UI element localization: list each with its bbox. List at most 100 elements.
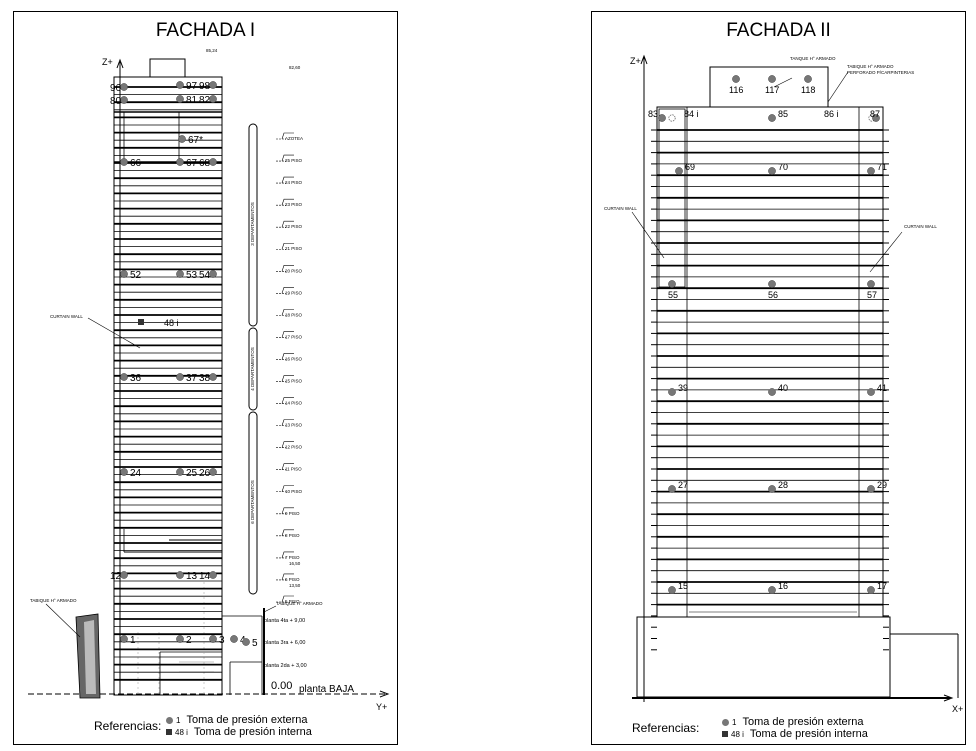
internal-tap-legend-icon <box>722 731 728 738</box>
tap-label: 12 <box>110 571 122 582</box>
level-label: 23 PISO <box>285 202 303 207</box>
external-pressure-tap <box>120 270 128 278</box>
level-marker-flag <box>281 573 294 581</box>
external-pressure-tap <box>768 167 776 175</box>
tap-label: 52 <box>130 270 142 281</box>
level-marker-flag <box>281 551 294 558</box>
tap-label: 116 <box>729 85 743 95</box>
facade-1-elev-roof: 82,60 <box>289 65 301 70</box>
level-marker-flag <box>281 220 294 228</box>
tap-label: 2 <box>186 635 192 646</box>
external-pressure-tap <box>768 485 776 493</box>
level-marker-flag <box>281 375 294 382</box>
level-marker-flag <box>281 441 294 448</box>
tap-label: 16 <box>778 581 788 591</box>
external-pressure-tap <box>178 135 186 143</box>
tap-label: 37 <box>186 373 198 384</box>
facade-1-title: FACHADA I <box>155 20 256 41</box>
facade-1-bracket-6: 6 DEPARTAMENTOS <box>250 480 255 523</box>
facade-1-axis-z: Z+ <box>102 57 113 67</box>
level-marker-flag <box>281 485 294 492</box>
level-label: 20 PISO <box>285 268 303 273</box>
level-label: 24 PISO <box>285 180 303 185</box>
tap-label: 80 <box>110 96 122 107</box>
external-pressure-tap <box>658 114 666 122</box>
facade-1-curtain-wall-label: CURTAIN WALL <box>50 314 83 319</box>
tap-label: 82 <box>199 95 211 106</box>
external-pressure-tap <box>242 638 250 646</box>
tap-label: 84 i <box>684 109 699 119</box>
facade-2-tabique-label-2: PERFORADO P/CARPINTERIAS <box>847 70 914 75</box>
tap-label: 1 <box>130 635 136 646</box>
external-pressure-tap <box>120 96 128 104</box>
tap-label: 57 <box>867 290 877 300</box>
external-pressure-tap <box>176 571 184 579</box>
external-pressure-tap <box>867 586 875 594</box>
external-pressure-tap <box>768 114 776 122</box>
level-label: 14 PISO <box>285 401 303 406</box>
external-pressure-tap <box>209 571 217 579</box>
facade-2-curtain-right: CURTAIN WALL <box>904 224 937 229</box>
tap-label: 13 <box>186 571 198 582</box>
tap-label: 68 <box>199 158 211 169</box>
tap-label: 14 <box>199 571 211 582</box>
level-label: 16 PISO <box>285 356 303 361</box>
tap-label: 38 <box>199 373 211 384</box>
tap-label: 83 <box>648 109 658 119</box>
level-label: 6 PISO <box>285 577 300 582</box>
external-pressure-tap <box>668 280 676 288</box>
facade-1-elev-6: 16,50 <box>289 561 301 566</box>
external-pressure-tap <box>176 635 184 643</box>
facade-1-legend-label: Referencias: <box>94 719 162 733</box>
internal-tap-legend-icon <box>166 729 172 736</box>
level-marker-flag <box>281 353 294 360</box>
facade-1-elev-5: 13,50 <box>289 583 301 588</box>
external-pressure-tap <box>176 373 184 381</box>
tap-label: 71 <box>877 162 887 172</box>
external-tap-legend-icon <box>166 716 173 724</box>
facade-2-axis-x: X+ <box>952 704 963 714</box>
tap-label: 36 <box>130 373 142 384</box>
external-pressure-tap <box>209 158 217 166</box>
level-marker-flag <box>281 198 294 206</box>
external-pressure-tap <box>209 95 217 103</box>
tap-label: 3 <box>219 635 225 646</box>
tap-label: 56 <box>768 290 778 300</box>
tap-label: 54 <box>199 270 211 281</box>
facade-1-tabique-left-label: TABIQUE H° ARMADO <box>30 598 77 603</box>
tap-label: 85 <box>778 109 788 119</box>
external-pressure-tap <box>209 81 217 89</box>
tap-label: 97 <box>186 81 198 92</box>
level-label: 8 PISO <box>285 533 300 538</box>
level-marker-flag <box>281 529 294 536</box>
tap-label: 24 <box>130 468 142 479</box>
tap-label: 118 <box>801 85 815 95</box>
internal-pressure-tap <box>668 114 676 122</box>
external-pressure-tap <box>668 586 676 594</box>
facade-1-ground-label: planta BAJA <box>299 684 354 695</box>
external-pressure-tap <box>176 81 184 89</box>
external-pressure-tap <box>176 270 184 278</box>
tap-label: 27 <box>678 480 688 490</box>
level-label: 21 PISO <box>285 246 303 251</box>
external-pressure-tap <box>120 373 128 381</box>
external-pressure-tap <box>732 75 740 83</box>
external-pressure-tap <box>176 158 184 166</box>
external-pressure-tap <box>768 388 776 396</box>
tap-label: 117 <box>765 85 779 95</box>
facade-1-internal-tap: 48 i <box>164 318 179 328</box>
external-pressure-tap <box>768 75 776 83</box>
external-pressure-tap <box>867 167 875 175</box>
level-label: 18 PISO <box>285 312 303 317</box>
level-label: 5 PISO <box>285 599 300 604</box>
level-label: AZOTEA <box>285 136 303 141</box>
facade-1-planta-2: planta 2da + 3,00 <box>264 663 307 669</box>
level-marker-flag <box>281 176 294 184</box>
facade-2-title: FACHADA II <box>726 20 831 41</box>
tap-label: 96 <box>110 83 122 94</box>
external-pressure-tap <box>176 95 184 103</box>
facade-2-legend-ext-num: 1 <box>732 718 737 727</box>
facade-1-tabique-right-label: TABIQUE H° ARMADO <box>276 601 323 606</box>
external-pressure-tap <box>668 388 676 396</box>
